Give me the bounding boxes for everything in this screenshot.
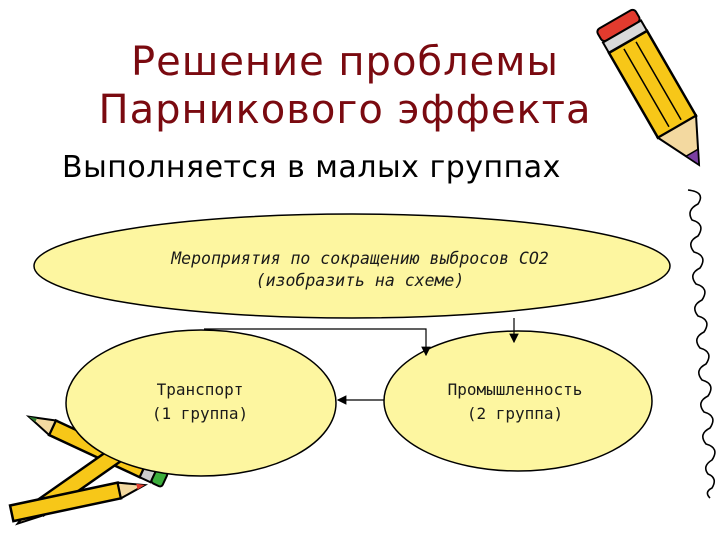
right-node-label: Промышленность (2 группа) xyxy=(395,378,635,426)
left-node-oval xyxy=(65,329,337,477)
left-node-line-1: Транспорт xyxy=(156,380,244,399)
right-node-line-2: (2 группа) xyxy=(466,404,564,423)
title-line-1: Решение проблемы xyxy=(130,39,560,85)
page-title: Решение проблемы Парникового эффекта xyxy=(80,38,610,134)
right-node-line-1: Промышленность xyxy=(447,380,583,399)
main-node-line-1: Мероприятия по сокращению выбросов СО2 xyxy=(171,249,549,268)
main-node-oval xyxy=(33,213,671,319)
connector-main-left xyxy=(204,328,431,357)
left-node-line-2: (1 группа) xyxy=(151,404,249,423)
subtitle: Выполняется в малых группах xyxy=(62,150,561,185)
main-node-line-2: (изобразить на схеме) xyxy=(255,271,465,290)
left-node-label: Транспорт (1 группа) xyxy=(100,378,300,426)
main-node-label: Мероприятия по сокращению выбросов СО2 (… xyxy=(90,248,630,292)
title-line-2: Парникового эффекта xyxy=(98,87,592,133)
right-node-oval xyxy=(383,330,653,472)
